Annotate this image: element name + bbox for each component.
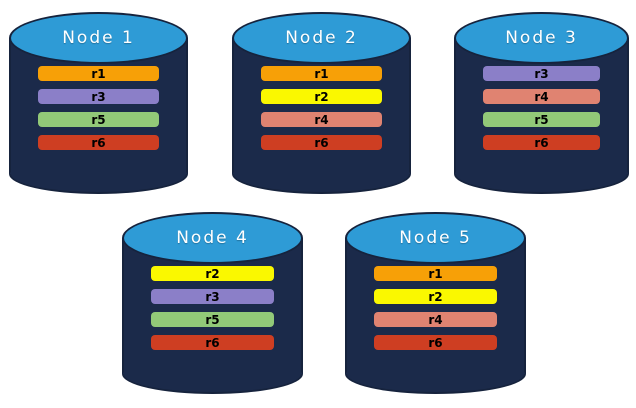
replica-label: r4 xyxy=(314,112,329,127)
replica-label: r6 xyxy=(534,135,549,150)
node-label: Node 4 xyxy=(176,228,249,248)
replica-list: r1 r3 r5 r6 xyxy=(9,12,188,194)
node-cylinder[interactable]: Node 2 r1 r2 r4 r6 xyxy=(232,12,411,194)
replica-label: r6 xyxy=(205,335,220,350)
replica-bar[interactable]: r2 xyxy=(151,266,274,281)
replica-bar[interactable]: r4 xyxy=(261,112,382,127)
replica-bar[interactable]: r6 xyxy=(38,135,159,150)
replica-label: r2 xyxy=(205,266,220,281)
replica-label: r3 xyxy=(91,89,106,104)
replica-label: r2 xyxy=(428,289,443,304)
replica-bar[interactable]: r3 xyxy=(38,89,159,104)
replica-bar[interactable]: r2 xyxy=(374,289,497,304)
replica-label: r2 xyxy=(314,89,329,104)
node-cylinder[interactable]: Node 4 r2 r3 r5 r6 xyxy=(122,212,303,394)
replica-bar[interactable]: r5 xyxy=(483,112,600,127)
replica-label: r4 xyxy=(428,312,443,327)
replica-label: r5 xyxy=(91,112,106,127)
replica-list: r1 r2 r4 r6 xyxy=(232,12,411,194)
replica-bar[interactable]: r1 xyxy=(38,66,159,81)
replica-bar[interactable]: r2 xyxy=(261,89,382,104)
replica-label: r3 xyxy=(534,66,549,81)
replica-bar[interactable]: r3 xyxy=(483,66,600,81)
replica-bar[interactable]: r6 xyxy=(261,135,382,150)
cylinder-top-cap: Node 4 xyxy=(122,212,303,264)
replica-bar[interactable]: r6 xyxy=(151,335,274,350)
cylinder-top-cap: Node 5 xyxy=(345,212,526,264)
cylinder-top-cap: Node 3 xyxy=(454,12,629,64)
replica-bar[interactable]: r3 xyxy=(151,289,274,304)
replica-bar[interactable]: r4 xyxy=(374,312,497,327)
replica-label: r1 xyxy=(428,266,443,281)
replica-bar[interactable]: r4 xyxy=(483,89,600,104)
replica-bar[interactable]: r6 xyxy=(374,335,497,350)
replica-label: r6 xyxy=(314,135,329,150)
replica-bar[interactable]: r5 xyxy=(151,312,274,327)
node-cylinder[interactable]: Node 5 r1 r2 r4 r6 xyxy=(345,212,526,394)
node-label: Node 5 xyxy=(399,228,472,248)
replica-list: r2 r3 r5 r6 xyxy=(122,212,303,394)
node-label: Node 2 xyxy=(285,28,358,48)
replica-label: r3 xyxy=(205,289,220,304)
replica-list: r1 r2 r4 r6 xyxy=(345,212,526,394)
replica-bar[interactable]: r1 xyxy=(261,66,382,81)
node-cylinder[interactable]: Node 3 r3 r4 r5 r6 xyxy=(454,12,629,194)
replica-label: r6 xyxy=(428,335,443,350)
cylinder-top-cap: Node 2 xyxy=(232,12,411,64)
replica-label: r4 xyxy=(534,89,549,104)
replica-label: r1 xyxy=(314,66,329,81)
replica-list: r3 r4 r5 r6 xyxy=(454,12,629,194)
replica-label: r6 xyxy=(91,135,106,150)
cylinder-top-cap: Node 1 xyxy=(9,12,188,64)
replica-label: r5 xyxy=(534,112,549,127)
replica-bar[interactable]: r6 xyxy=(483,135,600,150)
replica-label: r5 xyxy=(205,312,220,327)
node-label: Node 1 xyxy=(62,28,135,48)
replica-label: r1 xyxy=(91,66,106,81)
replica-bar[interactable]: r1 xyxy=(374,266,497,281)
replica-bar[interactable]: r5 xyxy=(38,112,159,127)
node-cylinder[interactable]: Node 1 r1 r3 r5 r6 xyxy=(9,12,188,194)
node-label: Node 3 xyxy=(505,28,578,48)
